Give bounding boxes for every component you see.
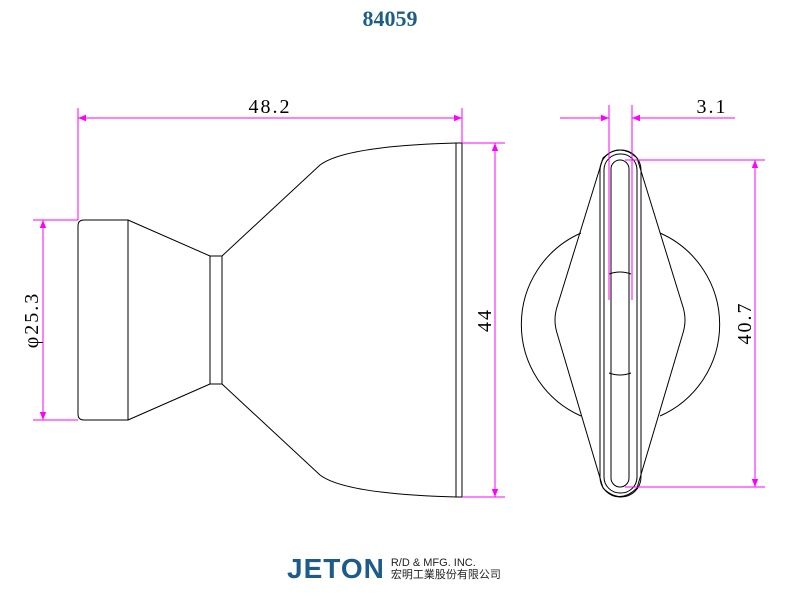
neck: [209, 255, 223, 385]
slot-outer: [599, 149, 642, 498]
base-cylinder: [77, 219, 129, 421]
taper-bottom: [127, 383, 211, 421]
base-circle-left: [520, 232, 582, 417]
logo-brand: JETON: [287, 553, 385, 584]
logo-line1: R/D & MFG. INC.: [390, 557, 476, 569]
dim-label-bell-diameter: 44: [474, 308, 496, 332]
slot-contour-upper: [608, 271, 632, 275]
slot-inner: [610, 159, 630, 488]
wing-outline: [554, 149, 686, 497]
part-number-title: 84059: [362, 6, 418, 31]
logo-line2: 宏明工業股份有限公司: [390, 569, 501, 581]
bell-top: [221, 142, 457, 257]
bell-lip: [455, 142, 463, 498]
dim-label-slot-width: 3.1: [697, 96, 728, 118]
dim-label-slot-length: 40.7: [734, 302, 756, 345]
base-circle-right: [659, 232, 721, 417]
slot-contour-lower: [608, 372, 632, 376]
front-view: [520, 149, 721, 498]
dim-label-length: 48.2: [249, 96, 292, 118]
taper-top: [127, 219, 211, 257]
bell-bottom: [221, 383, 457, 498]
company-logo: JETON R/D & MFG. INC. 宏明工業股份有限公司: [287, 555, 501, 583]
side-view: [77, 142, 463, 498]
dimension-lines: [33, 105, 765, 498]
dim-label-base-diameter: φ25.3: [21, 292, 43, 349]
slot-mid: [603, 153, 638, 494]
